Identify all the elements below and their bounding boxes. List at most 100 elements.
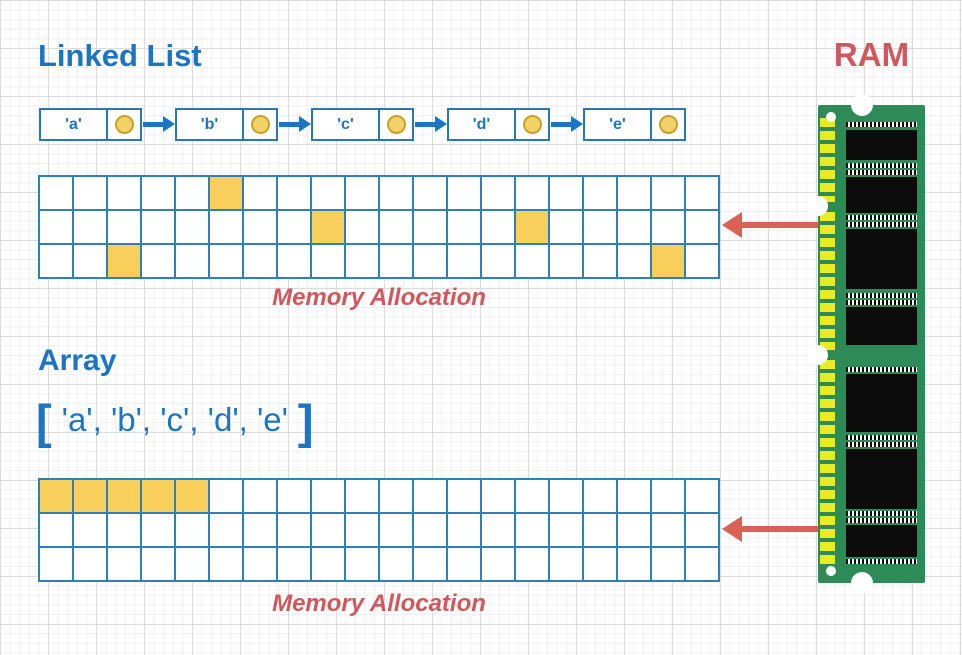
ram-chip-legs: [846, 163, 917, 168]
memory-cell: [39, 547, 73, 581]
ram-chip-legs: [846, 300, 917, 305]
memory-cell: [345, 244, 379, 278]
memory-cell: [141, 244, 175, 278]
memory-cell: [651, 210, 685, 244]
memory-cell: [311, 547, 345, 581]
memory-cell: [141, 513, 175, 547]
memory-cell: [481, 547, 515, 581]
memory-cell: [447, 547, 481, 581]
memory-cell: [107, 176, 141, 210]
memory-cell: [345, 479, 379, 513]
memory-cell: [209, 547, 243, 581]
ram-chip-legs: [846, 170, 917, 175]
node-value: 'a': [41, 110, 108, 139]
ram-chip-legs: [846, 559, 917, 564]
ram-chip: [846, 177, 917, 213]
memory-cell: [549, 176, 583, 210]
close-bracket: ]: [297, 395, 314, 448]
memory-cell: [39, 513, 73, 547]
memory-cell: [243, 479, 277, 513]
memory-cell: [515, 547, 549, 581]
memory-cell: [685, 513, 719, 547]
ram-hole: [826, 566, 836, 576]
ram-chip-legs: [846, 511, 917, 516]
memory-cell: [481, 479, 515, 513]
memory-cell: [379, 479, 413, 513]
memory-cell: [617, 513, 651, 547]
memory-cell: [175, 244, 209, 278]
memory-cell: [243, 513, 277, 547]
linked-list-node: 'd': [447, 108, 550, 141]
memory-grid-linked-list: [38, 175, 720, 279]
arrow-head: [722, 212, 742, 238]
ram-notch: [851, 94, 873, 116]
memory-cell: [481, 210, 515, 244]
memory-cell: [413, 513, 447, 547]
ram-hole: [826, 112, 836, 122]
memory-cell: [209, 244, 243, 278]
memory-cell: [73, 176, 107, 210]
memory-cell: [345, 547, 379, 581]
memory-cell: [277, 547, 311, 581]
memory-cell: [107, 513, 141, 547]
memory-cell: [243, 176, 277, 210]
memory-cell: [243, 210, 277, 244]
arrow-head: [722, 516, 742, 542]
memory-cell: [73, 210, 107, 244]
ram-chip-legs: [846, 222, 917, 227]
arrow-shaft: [279, 122, 301, 127]
memory-cell: [311, 513, 345, 547]
memory-cell: [73, 244, 107, 278]
arrow-shaft: [736, 222, 818, 228]
memory-cell-allocated: [515, 210, 549, 244]
memory-cell: [583, 513, 617, 547]
ram-chip: [846, 449, 917, 509]
memory-cell: [549, 210, 583, 244]
memory-cell: [175, 547, 209, 581]
memory-cell: [583, 479, 617, 513]
memory-cell: [583, 176, 617, 210]
memory-cell: [379, 210, 413, 244]
ram-pin-strip: [820, 360, 835, 565]
node-pointer-cell: [380, 110, 412, 139]
memory-cell: [549, 547, 583, 581]
memory-cell-allocated: [141, 479, 175, 513]
ram-chip: [846, 374, 917, 432]
ram-chip-legs: [846, 215, 917, 220]
memory-cell: [583, 244, 617, 278]
memory-cell: [617, 210, 651, 244]
arrow-head: [571, 116, 583, 132]
memory-cell: [685, 244, 719, 278]
memory-cell: [413, 244, 447, 278]
memory-cell-allocated: [651, 244, 685, 278]
memory-cell: [583, 210, 617, 244]
memory-cell: [107, 547, 141, 581]
pointer-circle-icon: [114, 115, 134, 134]
memory-cell-allocated: [209, 176, 243, 210]
memory-grid-array: [38, 478, 720, 582]
memory-cell: [73, 547, 107, 581]
array-title: Array: [38, 344, 117, 377]
node-pointer-cell: [244, 110, 276, 139]
memory-cell: [379, 547, 413, 581]
memory-cell: [379, 513, 413, 547]
node-value: 'c': [313, 110, 380, 139]
memory-cell: [549, 513, 583, 547]
memory-cell: [345, 176, 379, 210]
memory-cell: [311, 176, 345, 210]
arrow-shaft: [143, 122, 165, 127]
memory-cell: [73, 513, 107, 547]
memory-cell: [481, 244, 515, 278]
next-pointer-arrow-icon: [278, 108, 311, 141]
memory-allocation-label-bottom: Memory Allocation: [272, 590, 486, 617]
ram-chip: [846, 307, 917, 345]
memory-cell-allocated: [107, 479, 141, 513]
node-value: 'b': [177, 110, 244, 139]
memory-cell: [277, 479, 311, 513]
memory-cell: [107, 210, 141, 244]
open-bracket: [: [36, 395, 52, 448]
memory-cell: [481, 176, 515, 210]
next-pointer-arrow-icon: [414, 108, 447, 141]
linked-list-node: 'c': [311, 108, 414, 141]
memory-cell: [515, 513, 549, 547]
